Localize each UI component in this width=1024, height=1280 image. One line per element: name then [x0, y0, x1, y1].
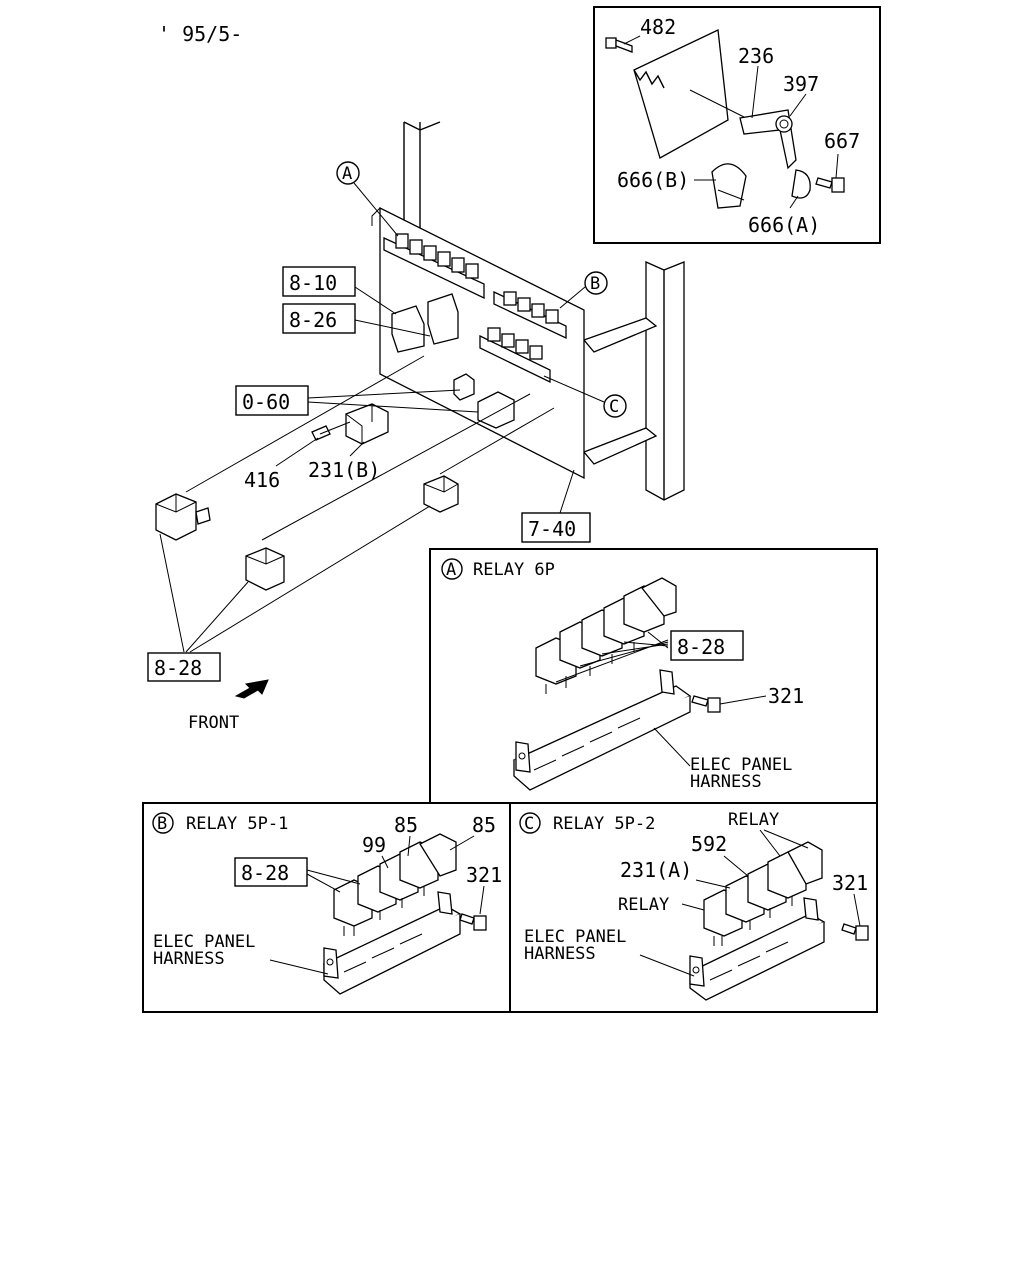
panel-b-marker — [152, 812, 174, 834]
panel-b-part-321: 321 — [466, 863, 502, 887]
panel-b-marker-text: B — [157, 814, 167, 834]
panel-a-harness-2: HARNESS — [690, 772, 762, 792]
relay-set-5p-2 — [703, 841, 823, 946]
callout-a-text: A — [342, 164, 352, 184]
panel-b-title: RELAY 5P-1 — [186, 814, 288, 834]
callout-b-text: B — [590, 274, 600, 294]
main-exploded-view: A B C 8-10 8-26 0-60 7-40 8-28 416 231(B… — [147, 121, 685, 733]
panel-a-marker-text: A — [446, 560, 456, 580]
clamp-666a-icon — [791, 169, 811, 199]
ref-7-40-label: 7-40 — [528, 517, 576, 541]
bolt-482-icon — [605, 37, 633, 53]
panel-b-ref-box — [234, 857, 308, 887]
panel-c-relay-left: RELAY — [618, 895, 669, 915]
relay-set-6p — [535, 577, 677, 694]
relay-set-5p-1 — [333, 833, 457, 936]
panel-a-part-321: 321 — [768, 684, 804, 708]
callout-c-text: C — [609, 397, 619, 417]
clip-666b-icon — [711, 163, 747, 209]
panel-b-part-99: 99 — [362, 833, 386, 857]
ref-8-26-box — [282, 303, 356, 334]
part-482-label: 482 — [640, 15, 676, 39]
panel-b-harness-1: ELEC PANEL — [153, 932, 255, 952]
panel-a-ref-label: 8-28 — [677, 635, 725, 659]
part-666a-label: 666(A) — [748, 213, 820, 237]
relay-lower-mid — [245, 547, 285, 591]
bolt-321-c-icon — [841, 923, 869, 941]
front-label: FRONT — [188, 713, 239, 733]
panel-a-ref-box — [670, 630, 744, 661]
panel-c-part-321: 321 — [832, 871, 868, 895]
bolt-321-a-icon — [691, 695, 721, 713]
ref-8-28-label: 8-28 — [154, 656, 202, 680]
bolt-321-b-icon — [459, 913, 487, 931]
ref-7-40-box — [521, 512, 591, 543]
callout-c-marker — [603, 394, 627, 418]
ref-0-60-box — [235, 385, 309, 416]
panel-b-ref-label: 8-28 — [241, 861, 289, 885]
part-231b-label: 231(B) — [308, 458, 380, 482]
panel-c-part-592: 592 — [691, 832, 727, 856]
part-397-label: 397 — [783, 72, 819, 96]
screw-416-icon — [311, 425, 331, 441]
ref-8-10-label: 8-10 — [289, 271, 337, 295]
panel-relay-5p-1: B RELAY 5P-1 8-28 99 85 85 321 — [142, 802, 511, 1013]
panel-b-part-85a: 85 — [394, 813, 418, 837]
relay-row-b — [493, 290, 567, 340]
part-236-label: 236 — [738, 44, 774, 68]
ref-8-26-label: 8-26 — [289, 308, 337, 332]
relay-row-c — [479, 327, 551, 384]
panel-c-relay-top: RELAY — [728, 810, 779, 830]
panel-c-harness-2: HARNESS — [524, 944, 596, 964]
panel-a-marker — [441, 558, 463, 580]
panel-c-harness-1: ELEC PANEL — [524, 927, 626, 947]
nut-397-icon — [775, 115, 793, 133]
relay-lower-left — [155, 493, 211, 541]
relay-lower-right — [423, 475, 459, 513]
ref-8-28-box — [147, 652, 221, 682]
panel-a-harness-1: ELEC PANEL — [690, 755, 792, 775]
relay-231b — [345, 403, 389, 445]
part-667-label: 667 — [824, 129, 860, 153]
part-416-label: 416 — [244, 468, 280, 492]
panel-c-title: RELAY 5P-2 — [553, 814, 655, 834]
panel-b-part-85b: 85 — [472, 813, 496, 837]
panel-c-part-231a: 231(A) — [620, 858, 692, 882]
part-666b-label: 666(B) — [617, 168, 689, 192]
relay-8-10 — [391, 305, 425, 353]
panel-b-harness-2: HARNESS — [153, 949, 225, 969]
relay-8-26 — [427, 293, 459, 345]
callout-a-marker — [336, 161, 360, 185]
front-arrow-icon — [234, 679, 269, 699]
panel-c-marker-text: C — [524, 814, 534, 834]
panel-relay-6p: A RELAY 6P 8-28 321 ELEC PANEL H — [429, 548, 878, 804]
date-code: ' 95/5- — [158, 22, 242, 46]
panel-c-marker — [519, 812, 541, 834]
panel-relay-5p-2: C RELAY 5P-2 RELAY 592 231(A) RELAY 321 — [509, 802, 878, 1013]
ref-0-60-label: 0-60 — [242, 390, 290, 414]
callout-b-marker — [584, 271, 608, 295]
bracket-detail-box: 482 236 397 667 666(B) 666(A) — [593, 6, 881, 244]
bolt-667-icon — [815, 177, 845, 193]
relay-row-a — [383, 233, 485, 300]
panel-a-title: RELAY 6P — [473, 560, 555, 580]
ref-8-10-box — [282, 266, 356, 297]
